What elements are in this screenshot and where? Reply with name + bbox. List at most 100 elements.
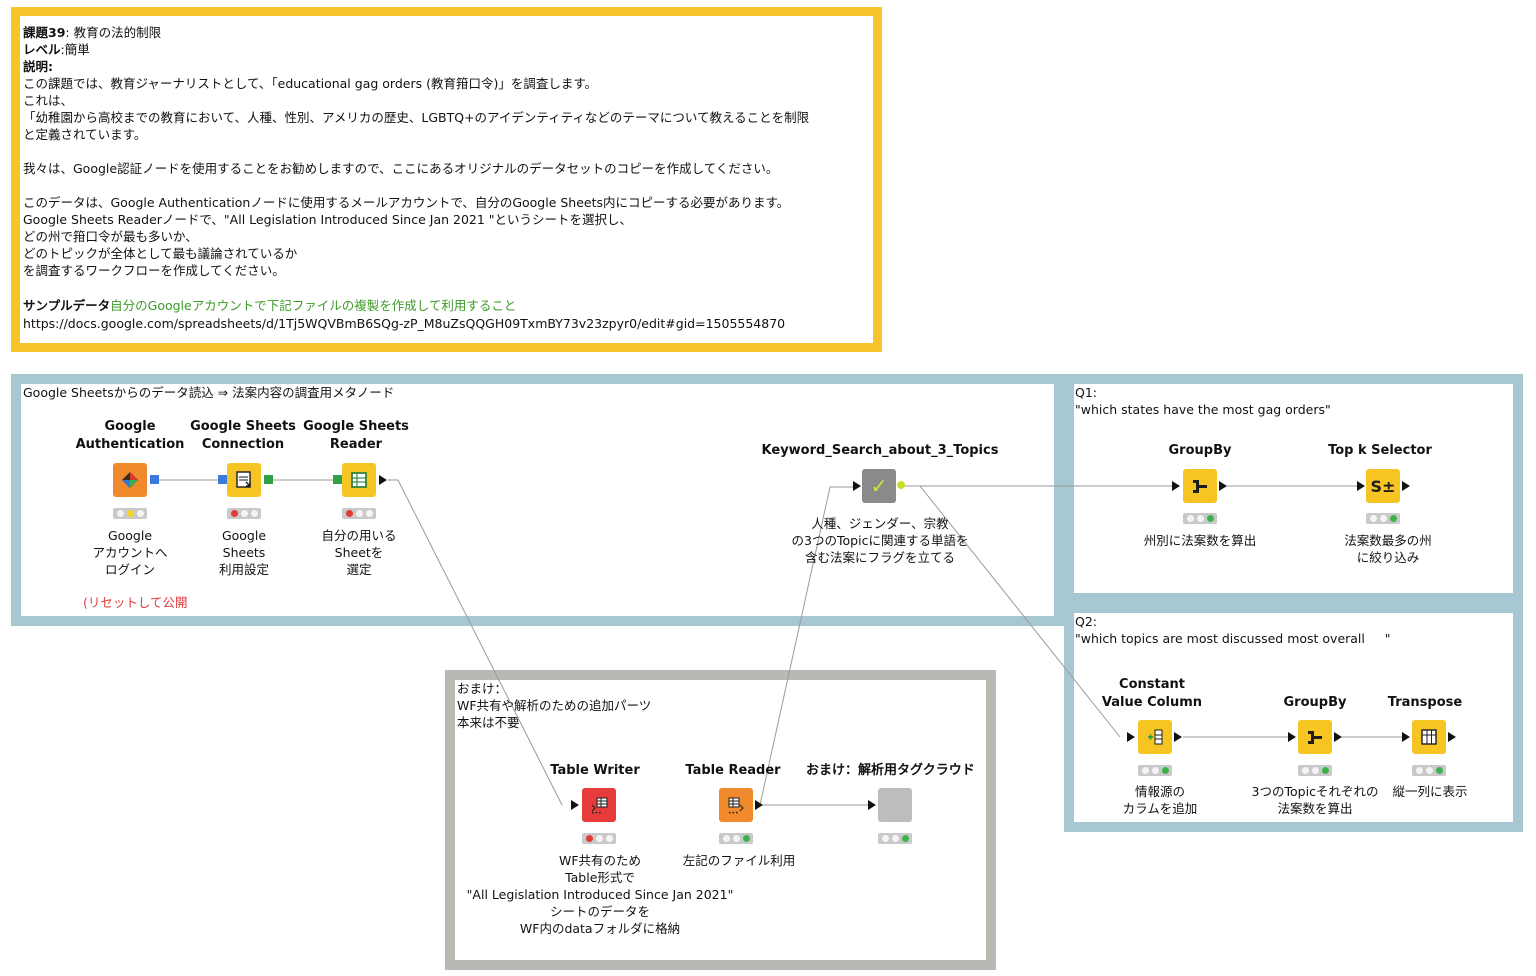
assignment-title: 課題39: 教育の法的制限 xyxy=(23,25,162,40)
node-title-topk: Top k Selector xyxy=(1328,443,1432,458)
node-label-topk: 法案数最多の州 に絞り込み xyxy=(1344,533,1432,565)
description-line: Google Sheets Readerノードで、"All Legislatio… xyxy=(23,212,633,227)
q1-annotation[interactable]: Q1: "which states have the most gag orde… xyxy=(1064,374,1523,603)
google-logo-icon xyxy=(122,472,138,488)
constant-value-node[interactable] xyxy=(1138,720,1172,754)
tagcloud-node[interactable] xyxy=(878,788,912,822)
bonus-line: おまけ： xyxy=(457,681,508,696)
bonus-line: WF共有や解析のための追加パーツ xyxy=(457,698,652,713)
description-line: を調査するワークフローを作成してください。 xyxy=(23,263,285,278)
output-port[interactable] xyxy=(1448,732,1456,742)
input-port[interactable] xyxy=(1127,732,1135,742)
transpose-icon xyxy=(1421,729,1437,745)
node-title-groupby-q1: GroupBy xyxy=(1168,443,1232,458)
output-port[interactable] xyxy=(755,800,763,810)
node-label-table-reader: 左記のファイル利用 xyxy=(682,853,796,868)
sample-data-url[interactable]: https://docs.google.com/spreadsheets/d/1… xyxy=(23,316,786,331)
svg-text:•••: ••• xyxy=(728,810,739,816)
output-port[interactable] xyxy=(264,475,273,484)
status-indicator xyxy=(878,833,912,844)
transpose-node[interactable] xyxy=(1412,720,1446,754)
add-column-icon xyxy=(1148,729,1163,745)
node-label-gs-connection: Google Sheets 利用設定 xyxy=(218,528,269,577)
description-line: どの州で箝口令が最も多いか、 xyxy=(23,229,198,244)
description-line: このデータは、Google Authenticationノードに使用するメールア… xyxy=(23,195,790,210)
reset-note: (リセットして公開 xyxy=(83,595,188,610)
input-port[interactable] xyxy=(1357,481,1365,491)
groupby-icon xyxy=(1308,731,1322,744)
input-port[interactable] xyxy=(1402,732,1410,742)
explanation-heading: 説明: xyxy=(23,59,53,74)
status-indicator xyxy=(1298,765,1332,776)
output-port[interactable] xyxy=(150,475,159,484)
input-port[interactable] xyxy=(1288,732,1296,742)
node-label-groupby-q2: 3つのTopicそれぞれの 法案数を算出 xyxy=(1251,784,1379,816)
q1-question: "which states have the most gag orders" xyxy=(1075,402,1331,417)
output-port[interactable] xyxy=(379,475,387,485)
node-title-groupby-q2: GroupBy xyxy=(1283,695,1347,710)
input-port[interactable] xyxy=(333,475,342,484)
node-label-constant-value: 情報源の カラムを追加 xyxy=(1122,784,1198,816)
topk-icon: S± xyxy=(1370,476,1396,496)
input-port[interactable] xyxy=(218,475,227,484)
q2-question: "which topics are most discussed most ov… xyxy=(1075,631,1391,646)
groupby-q2-node[interactable] xyxy=(1298,720,1332,754)
output-port[interactable] xyxy=(1334,732,1342,742)
node-title-keyword-search: Keyword_Search_about_3_Topics xyxy=(761,443,999,458)
status-indicator xyxy=(719,833,753,844)
output-port[interactable] xyxy=(897,481,905,489)
gs-reader-node[interactable] xyxy=(342,463,376,497)
svg-text:•••: ••• xyxy=(591,810,602,816)
bonus-line: 本来は不要 xyxy=(457,715,520,730)
input-port[interactable] xyxy=(868,800,876,810)
q2-title: Q2: xyxy=(1075,614,1098,629)
table-reader-node[interactable]: ••• xyxy=(719,788,753,822)
status-indicator xyxy=(582,833,616,844)
groupby-q1-node[interactable] xyxy=(1183,469,1217,503)
topk-selector-node[interactable]: S± xyxy=(1366,469,1400,503)
description-line: と定義されています。 xyxy=(23,127,147,142)
google-auth-node[interactable] xyxy=(113,463,147,497)
sample-data-heading: サンプルデータ自分のGoogleアカウントで下記ファイルの複製を作成して利用する… xyxy=(23,298,517,313)
node-title-tagcloud: おまけ：解析用タグクラウド xyxy=(806,763,975,778)
sheets-connect-icon xyxy=(236,471,251,488)
node-title-gs-connection: Google Sheets Connection xyxy=(190,419,296,452)
node-label-gs-reader: 自分の用いる Sheetを 選定 xyxy=(321,528,397,577)
status-indicator xyxy=(1183,513,1217,524)
gs-connection-node[interactable] xyxy=(227,463,261,497)
node-title-constant-value: Constant Value Column xyxy=(1101,677,1203,710)
node-label-keyword-search: 人種、ジェンダー、宗教 の3つのTopicに関連する単語を 含む法案にフラグを立… xyxy=(791,516,969,565)
q2-annotation[interactable]: Q2: "which topics are most discussed mos… xyxy=(1064,603,1523,832)
output-port[interactable] xyxy=(1402,481,1410,491)
node-label-google-auth: Google アカウントへ ログイン xyxy=(92,528,168,577)
keyword-search-metanode[interactable]: ✓ xyxy=(862,469,896,503)
metanode-annotation[interactable]: Google Sheetsからのデータ読込 ⇒ 法案内容の調査用メタノード (リ… xyxy=(11,374,1064,626)
node-label-groupby-q1: 州別に法案数を算出 xyxy=(1143,533,1257,548)
output-port[interactable] xyxy=(1219,481,1227,491)
status-indicator xyxy=(113,508,147,519)
output-port[interactable] xyxy=(1174,732,1182,742)
status-indicator xyxy=(227,508,261,519)
input-port[interactable] xyxy=(1172,481,1180,491)
node-label-table-writer: WF共有のため Table形式で "All Legislation Introd… xyxy=(466,853,734,936)
status-indicator xyxy=(1366,513,1400,524)
q1-title: Q1: xyxy=(1075,385,1098,400)
assignment-level: レベル:簡単 xyxy=(23,42,90,57)
input-port[interactable] xyxy=(853,481,861,491)
table-writer-node[interactable]: ••• xyxy=(582,788,616,822)
description-line: 「幼稚園から高校までの教育において、人種、性別、アメリカの歴史、LGBTQ+のア… xyxy=(23,110,810,125)
node-title-gs-reader: Google Sheets Reader xyxy=(303,419,409,452)
description-line: これは、 xyxy=(23,93,74,108)
description-annotation[interactable]: 課題39: 教育の法的制限 レベル:簡単 説明: この課題では、教育ジャーナリス… xyxy=(11,7,882,352)
table-write-icon: ••• xyxy=(591,797,608,816)
input-port[interactable] xyxy=(571,800,579,810)
description-line: 我々は、Google認証ノードを使用することをお勧めしますので、ここにあるオリジ… xyxy=(23,161,779,176)
node-title-table-reader: Table Reader xyxy=(685,763,781,778)
sheets-reader-icon xyxy=(351,472,367,488)
check-icon: ✓ xyxy=(870,474,888,498)
description-line: どのトピックが全体として最も議論されているか xyxy=(23,246,298,261)
status-indicator xyxy=(342,508,376,519)
status-indicator xyxy=(1138,765,1172,776)
groupby-icon xyxy=(1193,480,1207,493)
node-title-table-writer: Table Writer xyxy=(550,763,640,778)
